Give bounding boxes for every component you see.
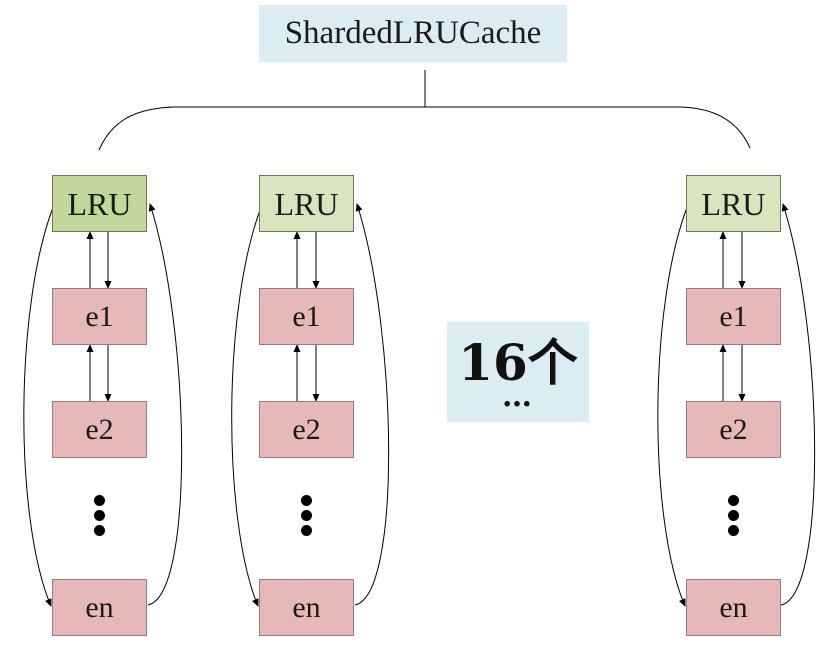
loop-lru-to-en — [23, 199, 57, 607]
shard-1-links — [23, 199, 183, 607]
shard-1-lru-node[interactable]: LRU — [52, 175, 147, 232]
shard-bracket-curve — [98, 106, 751, 151]
shard-3-entry-e1: e1 — [686, 288, 781, 345]
shard-1-entry-e1: e1 — [52, 288, 147, 345]
shard-2-links — [231, 199, 390, 607]
loop-lru-to-en — [231, 199, 265, 607]
shard-1-entry-e2: e2 — [52, 401, 147, 458]
shard-2-entry-en: en — [259, 579, 354, 636]
loop-en-to-lru — [147, 203, 183, 606]
shard-2-lru-node[interactable]: LRU — [259, 175, 354, 232]
shard-3-links — [657, 199, 816, 607]
cache-title: ShardedLRUCache — [259, 5, 567, 62]
shard-2-entry-e2: e2 — [259, 401, 354, 458]
shard-3-entry-en: en — [686, 579, 781, 636]
loop-lru-to-en — [657, 199, 691, 607]
shard-3-entry-e2: e2 — [686, 401, 781, 458]
loop-en-to-lru — [354, 203, 390, 606]
shard-3-lru-node[interactable]: LRU — [686, 175, 781, 232]
shard-count-label: 16个 — [458, 333, 578, 392]
shard-count-box: 16个 … — [447, 322, 589, 422]
shard-2-entry-e1: e1 — [259, 288, 354, 345]
loop-en-to-lru — [780, 203, 816, 606]
shard-1-entry-en: en — [52, 579, 147, 636]
shard-count-ellipsis: … — [502, 379, 534, 414]
